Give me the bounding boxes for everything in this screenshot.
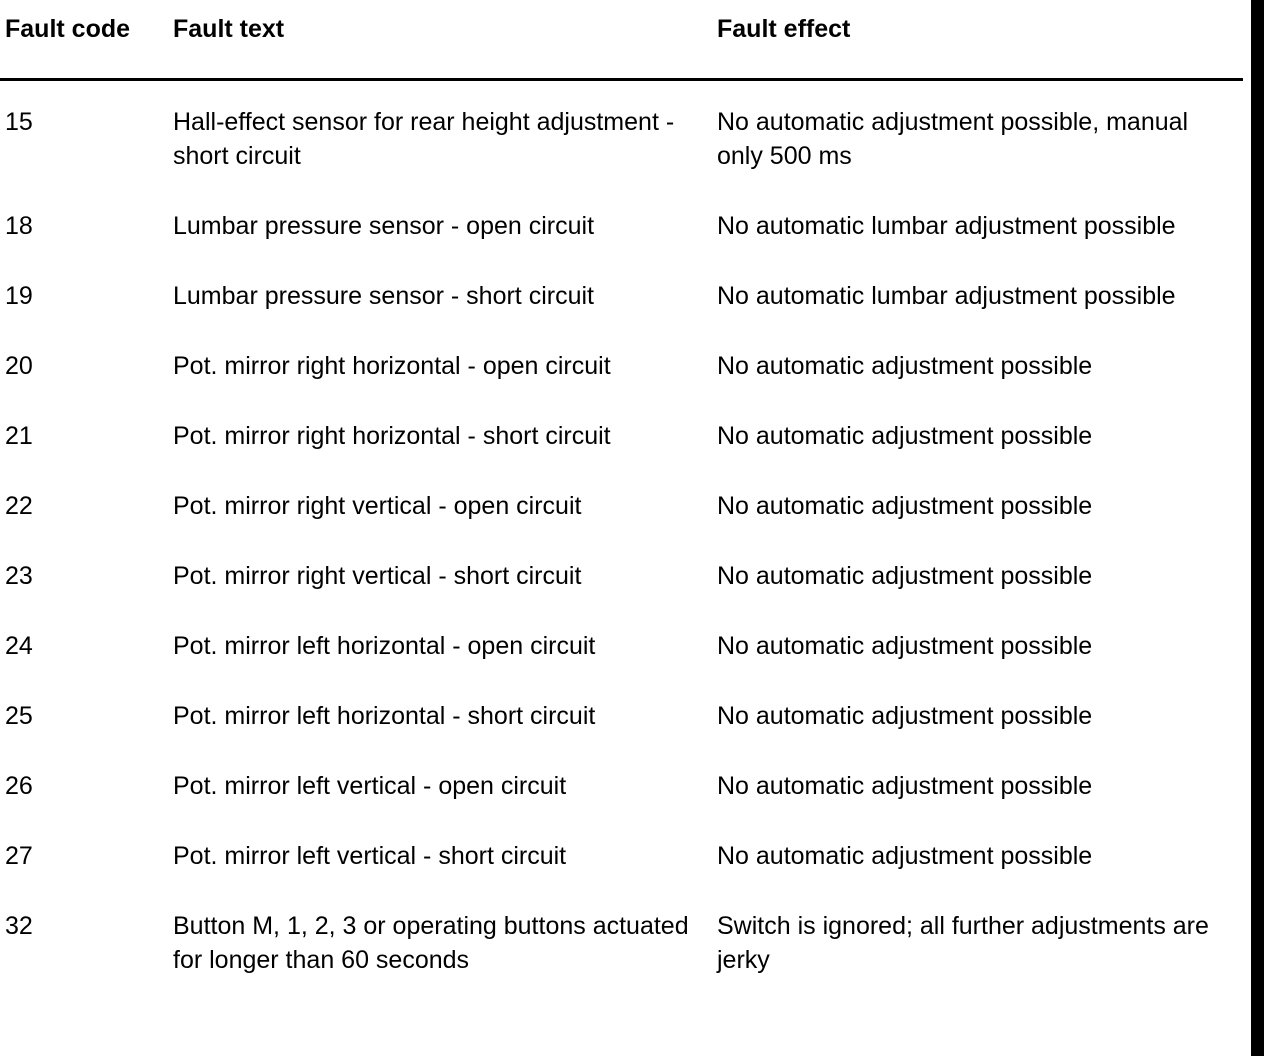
table-body: 15 Hall-effect sensor for rear height adj… [0,80,1243,996]
cell-fault-effect: No automatic adjustment possible [717,492,1093,520]
cell-fault-text: Pot. mirror left vertical - open circuit [173,772,567,800]
cell-fault-effect: No automatic adjustment possible [717,632,1093,660]
table-row: 23 Pot. mirror right vertical - short cir… [0,541,1243,611]
table-header: Fault code Fault text Fault effect [0,0,1243,81]
cell-fault-code: 21 [5,422,33,450]
cell-fault-effect: Switch is ignored; all further adjustmen… [717,912,1209,974]
cell-fault-effect: No automatic adjustment possible [717,842,1093,870]
table-row: 26 Pot. mirror left vertical - open circu… [0,751,1243,821]
table-header-row: Fault code Fault text Fault effect [0,0,1243,81]
cell-fault-text: Pot. mirror right vertical - open circui… [173,492,582,520]
cell-fault-effect: No automatic adjustment possible [717,702,1093,730]
table-row: 18 Lumbar pressure sensor - open circuit N… [0,191,1243,261]
cell-fault-code: 18 [5,212,33,240]
cell-fault-code: 32 [5,912,33,940]
column-header-fault-code: Fault code [0,0,173,81]
cell-fault-code: 24 [5,632,33,660]
cell-fault-text: Button M, 1, 2, 3 or operating buttons a… [173,912,689,974]
cell-fault-code: 25 [5,702,33,730]
table-row: 32 Button M, 1, 2, 3 or operating buttons… [0,891,1243,995]
table-row: 15 Hall-effect sensor for rear height adj… [0,80,1243,192]
cell-fault-code: 22 [5,492,33,520]
fault-code-table: Fault code Fault text Fault effect 15 Hal… [0,0,1243,996]
cell-fault-text: Pot. mirror right horizontal - open circ… [173,352,611,380]
column-header-fault-effect: Fault effect [717,0,1243,81]
cell-fault-effect: No automatic adjustment possible [717,772,1093,800]
cell-fault-text: Pot. mirror left horizontal - open circu… [173,632,596,660]
cell-fault-effect: No automatic adjustment possible [717,562,1093,590]
cell-fault-code: 27 [5,842,33,870]
cell-fault-text: Lumbar pressure sensor - open circuit [173,212,595,240]
cell-fault-code: 20 [5,352,33,380]
cell-fault-effect: No automatic lumbar adjustment possible [717,282,1176,310]
table-row: 25 Pot. mirror left horizontal - short ci… [0,681,1243,751]
cell-fault-effect: No automatic adjustment possible, manual… [717,108,1189,170]
cell-fault-text: Pot. mirror left horizontal - short circ… [173,702,596,730]
cell-fault-code: 19 [5,282,33,310]
cell-fault-text: Hall-effect sensor for rear height adjus… [173,108,675,170]
table-row: 27 Pot. mirror left vertical - short circ… [0,821,1243,891]
table-row: 22 Pot. mirror right vertical - open circ… [0,471,1243,541]
column-header-fault-text: Fault text [173,0,717,81]
table-row: 21 Pot. mirror right horizontal - short c… [0,401,1243,471]
cell-fault-effect: No automatic lumbar adjustment possible [717,212,1176,240]
cell-fault-text: Pot. mirror right horizontal - short cir… [173,422,611,450]
cell-fault-code: 15 [5,108,33,136]
table-row: 24 Pot. mirror left horizontal - open cir… [0,611,1243,681]
table-row: 20 Pot. mirror right horizontal - open ci… [0,331,1243,401]
cell-fault-effect: No automatic adjustment possible [717,352,1093,380]
cell-fault-code: 26 [5,772,33,800]
page-edge-bar [1251,0,1264,1056]
cell-fault-text: Lumbar pressure sensor - short circuit [173,282,594,310]
cell-fault-code: 23 [5,562,33,590]
table-row: 19 Lumbar pressure sensor - short circuit… [0,261,1243,331]
cell-fault-effect: No automatic adjustment possible [717,422,1093,450]
cell-fault-text: Pot. mirror right vertical - short circu… [173,562,582,590]
cell-fault-text: Pot. mirror left vertical - short circui… [173,842,567,870]
